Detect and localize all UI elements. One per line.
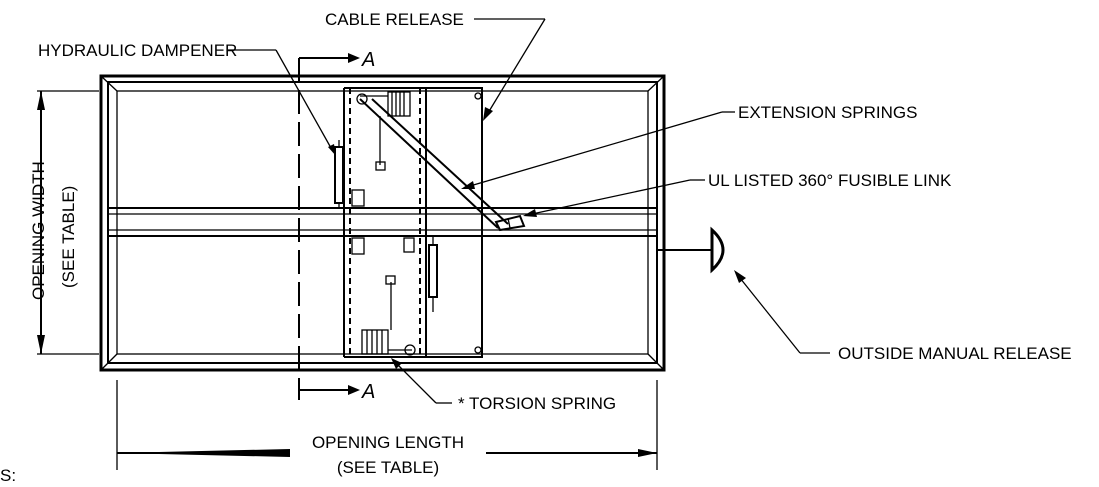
section-line [298, 53, 360, 400]
torsion-spring-label: * TORSION SPRING [458, 394, 616, 413]
mechanism-channel [343, 87, 427, 358]
extension-springs-label: EXTENSION SPRINGS [738, 103, 917, 122]
outer-frame [99, 74, 666, 372]
opening-length-label: OPENING LENGTH [312, 433, 464, 452]
fusible-link-label: UL LISTED 360° FUSIBLE LINK [708, 171, 952, 190]
center-mullion [108, 207, 657, 237]
bracket-blocks [351, 189, 415, 255]
upper-torsion-spring [356, 91, 411, 171]
hydraulic-dampener-label: HYDRAULIC DAMPENER [38, 41, 237, 60]
manual-release-leader [734, 270, 830, 354]
length-dimension [116, 380, 658, 470]
extension-springs-leader [461, 111, 735, 189]
lower-hydraulic-dampener [428, 237, 438, 312]
lower-torsion-spring [361, 275, 416, 356]
cable-release-leader [474, 18, 546, 121]
section-mark-bottom: A [361, 381, 375, 403]
fusible-link [494, 214, 526, 232]
release-cable [359, 98, 509, 229]
cut-off-text: S: [0, 466, 16, 485]
opening-width-note: (SEE TABLE) [59, 186, 78, 288]
section-mark-top: A [361, 49, 375, 71]
opening-width-label: OPENING WIDTH [29, 161, 48, 300]
release-plate [425, 87, 483, 358]
width-dimension [37, 90, 99, 355]
outside-manual-release [657, 226, 725, 274]
cable-release-label: CABLE RELEASE [325, 10, 464, 29]
outside-manual-release-label: OUTSIDE MANUAL RELEASE [838, 344, 1072, 363]
opening-length-note: (SEE TABLE) [337, 458, 439, 477]
upper-hydraulic-dampener [334, 140, 344, 208]
fusible-link-leader [523, 179, 705, 217]
torsion-spring-leader [391, 358, 452, 404]
hydraulic-dampener-leader [228, 49, 336, 156]
